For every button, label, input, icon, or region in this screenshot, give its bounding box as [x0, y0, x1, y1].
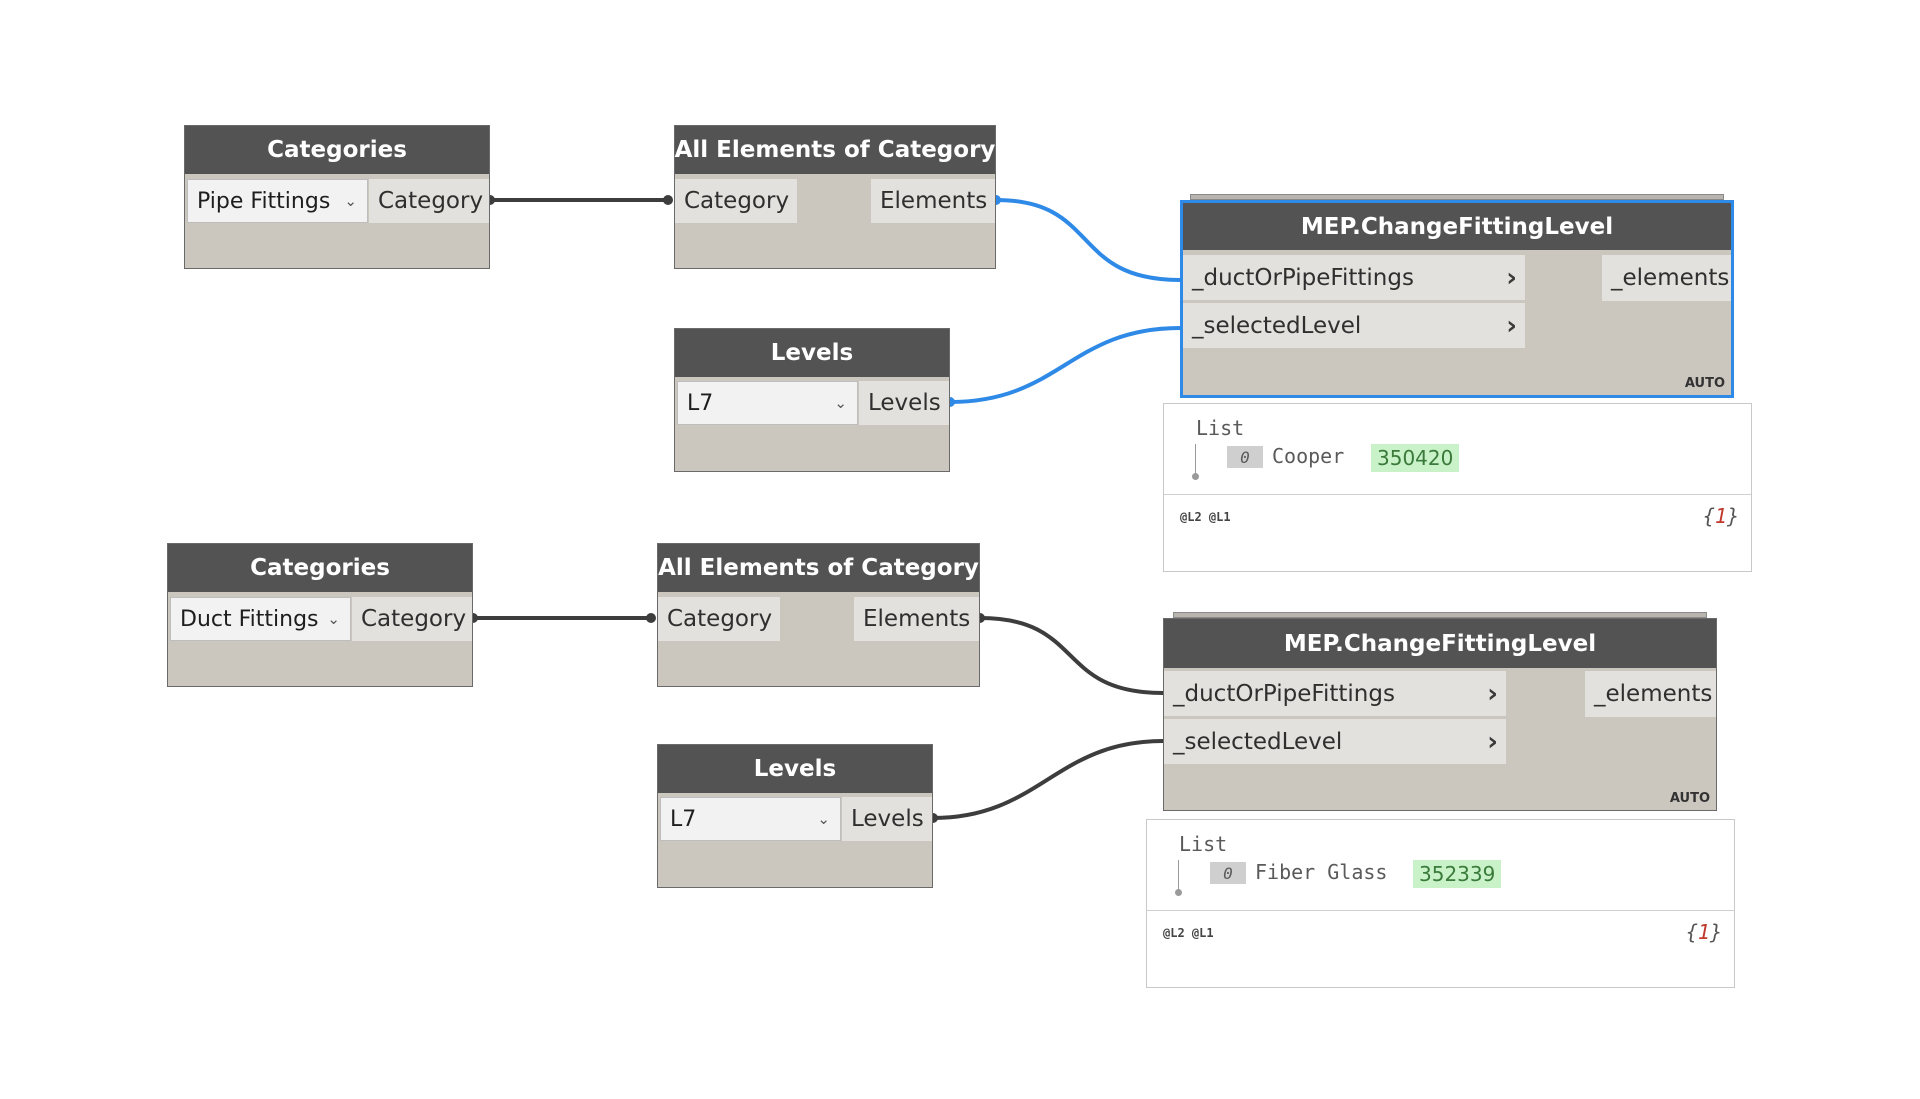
chevron-right-icon: › [1506, 310, 1517, 341]
tree-dot [1175, 889, 1182, 896]
node-title: MEP.ChangeFittingLevel [1183, 203, 1731, 250]
count-value: 1 [1714, 504, 1727, 528]
divider [1147, 910, 1734, 911]
lacing-indicator[interactable]: AUTO [1684, 376, 1725, 391]
level-dropdown[interactable]: L7 ⌄ [677, 381, 858, 425]
port-label: Category [378, 188, 484, 214]
element-id[interactable]: 352339 [1413, 860, 1502, 888]
categories-node-2[interactable]: Categories Duct Fittings ⌄ Category [167, 543, 473, 687]
count-brace-close: } [1726, 504, 1739, 528]
categories-node[interactable]: Categories Pipe Fittings ⌄ Category [184, 125, 490, 269]
list-label: List [1196, 416, 1245, 440]
node-title: Levels [658, 745, 932, 793]
elements-output-port[interactable]: Elements [871, 179, 995, 223]
duct-or-pipe-fittings-input-port[interactable]: _ductOrPipeFittings › [1164, 671, 1506, 717]
port-label: Category [667, 606, 773, 632]
selected-level-input-port[interactable]: _selectedLevel › [1164, 719, 1506, 765]
port-label: Category [361, 606, 467, 632]
port-label: _ductOrPipeFittings [1173, 680, 1395, 707]
chevron-down-icon: ⌄ [817, 810, 830, 828]
category-dropdown[interactable]: Pipe Fittings ⌄ [187, 179, 368, 223]
elements-output-port[interactable]: Elements [854, 597, 979, 641]
port-label: Levels [851, 806, 924, 832]
node-title: Levels [675, 329, 949, 377]
all-elements-of-category-node-2[interactable]: All Elements of Category Category Elemen… [657, 543, 980, 687]
tree-dot [1192, 473, 1199, 480]
tree-line [1178, 860, 1179, 892]
element-name: Cooper [1272, 444, 1345, 468]
level-dropdown[interactable]: L7 ⌄ [660, 797, 841, 841]
chevron-down-icon: ⌄ [834, 394, 847, 412]
category-input-port[interactable]: Category [658, 597, 780, 641]
divider [1164, 494, 1751, 495]
levels-node[interactable]: Levels L7 ⌄ Levels [674, 328, 950, 472]
port-label: _elements [1594, 681, 1713, 707]
wire-elements-to-fittings-2[interactable] [979, 616, 1164, 695]
port-label: Category [684, 188, 790, 214]
node-title: All Elements of Category [658, 544, 979, 592]
node-title: Categories [168, 544, 472, 592]
port-label: Elements [863, 606, 971, 632]
chevron-down-icon: ⌄ [344, 192, 357, 210]
dropdown-value: Pipe Fittings [197, 188, 331, 214]
node-preview-bubble-2[interactable]: List 0 Fiber Glass 352339 @L2 @L1 {1} [1146, 819, 1735, 988]
port-label: _selectedLevel [1173, 728, 1343, 755]
wire-levels-to-selected-level[interactable] [949, 326, 1181, 404]
wire-levels-to-selected-level-2[interactable] [932, 739, 1164, 820]
list-label: List [1179, 832, 1228, 856]
item-count: {1} [1686, 920, 1722, 944]
dropdown-value: L7 [687, 390, 714, 416]
node-title: All Elements of Category [675, 126, 995, 174]
node-title: MEP.ChangeFittingLevel [1164, 619, 1716, 668]
dropdown-value: L7 [670, 806, 697, 832]
chevron-down-icon: ⌄ [327, 610, 340, 628]
change-fitting-level-node-2[interactable]: MEP.ChangeFittingLevel _ductOrPipeFittin… [1163, 618, 1717, 811]
element-name: Fiber Glass [1255, 860, 1388, 884]
count-value: 1 [1697, 920, 1710, 944]
category-input-port[interactable]: Category [675, 179, 797, 223]
chevron-right-icon: › [1487, 678, 1498, 709]
element-id[interactable]: 350420 [1371, 444, 1460, 472]
port-label: Levels [868, 390, 941, 416]
list-index: 0 [1227, 446, 1263, 468]
category-dropdown[interactable]: Duct Fittings ⌄ [170, 597, 351, 641]
port-label: _elements [1611, 265, 1730, 291]
duct-or-pipe-fittings-input-port[interactable]: _ductOrPipeFittings › [1183, 255, 1525, 301]
dropdown-value: Duct Fittings [180, 606, 319, 632]
list-levels: @L2 @L1 [1180, 510, 1231, 524]
item-count: {1} [1703, 504, 1739, 528]
node-stack-edge [1173, 612, 1707, 618]
node-preview-bubble[interactable]: List 0 Cooper 350420 @L2 @L1 {1} [1163, 403, 1752, 572]
chevron-right-icon: › [1506, 262, 1517, 293]
count-brace-open: { [1702, 504, 1715, 528]
category-output-port[interactable]: Category [352, 597, 472, 641]
count-brace-open: { [1685, 920, 1698, 944]
levels-output-port[interactable]: Levels [859, 381, 949, 425]
elements-output-port[interactable]: _elements [1585, 671, 1716, 717]
port-label: _ductOrPipeFittings [1192, 264, 1414, 291]
lacing-indicator[interactable]: AUTO [1669, 791, 1710, 806]
wire-elements-to-fittings[interactable] [995, 198, 1181, 282]
tree-line [1195, 444, 1196, 476]
change-fitting-level-node[interactable]: MEP.ChangeFittingLevel _ductOrPipeFittin… [1180, 200, 1734, 398]
chevron-right-icon: › [1487, 726, 1498, 757]
elements-output-port[interactable]: _elements [1602, 255, 1731, 301]
port-label: _selectedLevel [1192, 312, 1362, 339]
port-label: Elements [880, 188, 988, 214]
list-index: 0 [1210, 862, 1246, 884]
list-levels: @L2 @L1 [1163, 926, 1214, 940]
levels-output-port[interactable]: Levels [842, 797, 932, 841]
count-brace-close: } [1709, 920, 1722, 944]
node-stack-edge [1190, 194, 1724, 200]
levels-node-2[interactable]: Levels L7 ⌄ Levels [657, 744, 933, 888]
category-output-port[interactable]: Category [369, 179, 489, 223]
selected-level-input-port[interactable]: _selectedLevel › [1183, 303, 1525, 349]
node-title: Categories [185, 126, 489, 174]
all-elements-of-category-node[interactable]: All Elements of Category Category Elemen… [674, 125, 996, 269]
